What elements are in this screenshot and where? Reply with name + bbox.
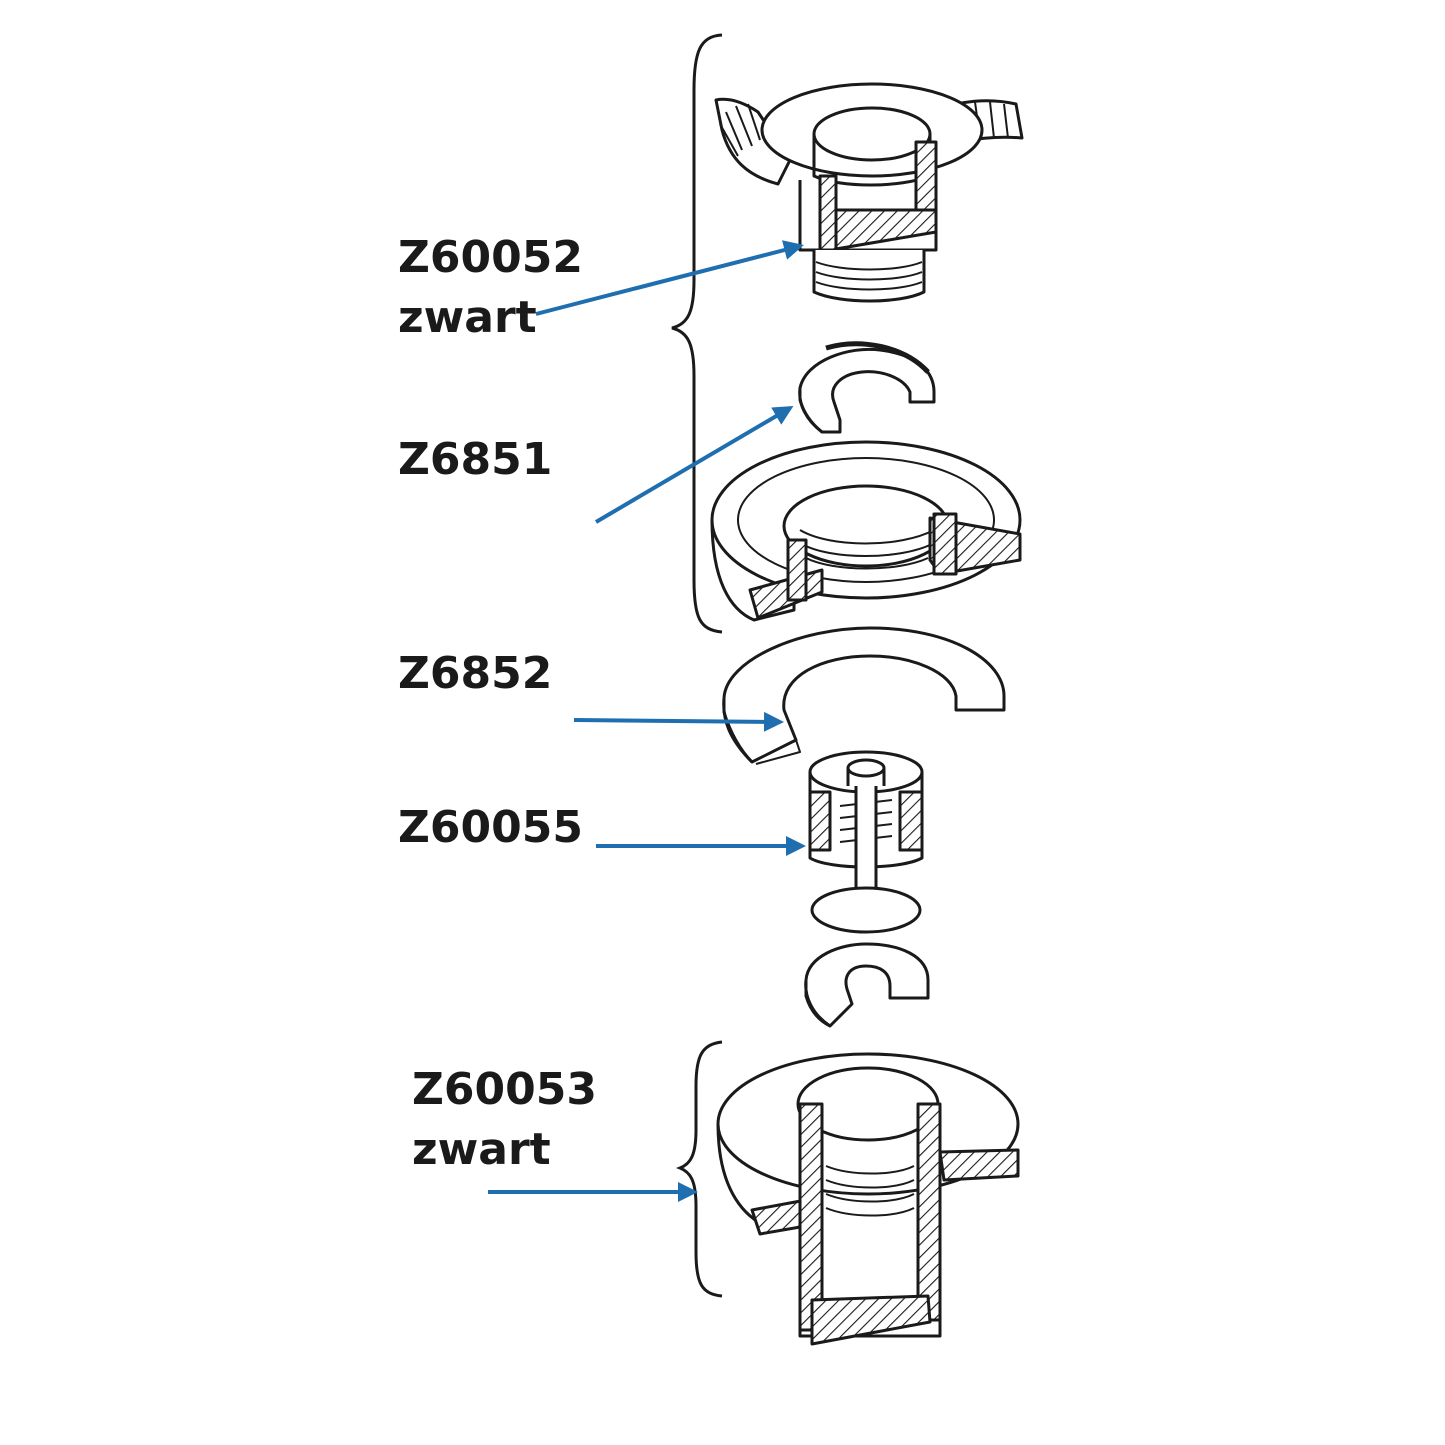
label-z6851: Z6851 bbox=[398, 430, 552, 490]
part-code: Z6851 bbox=[398, 434, 553, 485]
threaded-ring-nut-part bbox=[712, 442, 1020, 620]
part-code: Z6852 bbox=[398, 648, 553, 699]
part-code: Z60053 bbox=[412, 1064, 597, 1115]
arrow-z6852 bbox=[573, 711, 784, 732]
upper-group-brace bbox=[671, 33, 723, 634]
large-c-washer-part bbox=[724, 628, 1004, 764]
arrow-z6851 bbox=[594, 405, 794, 524]
label-z60053: Z60053 zwart bbox=[412, 1060, 597, 1180]
part-color: zwart bbox=[398, 292, 537, 343]
label-z6852: Z6852 bbox=[398, 644, 552, 704]
small-c-ring-part bbox=[800, 344, 934, 432]
arrow-z60052 bbox=[535, 240, 804, 316]
part-code: Z60055 bbox=[398, 802, 583, 853]
part-color: zwart bbox=[412, 1124, 551, 1175]
wing-cap-part bbox=[716, 84, 1022, 301]
label-z60055: Z60055 bbox=[398, 798, 583, 858]
flanged-body-part bbox=[718, 1054, 1018, 1344]
part-code: Z60052 bbox=[398, 232, 583, 283]
lower-group-brace bbox=[675, 1040, 723, 1298]
label-z60052: Z60052 zwart bbox=[398, 228, 583, 348]
valve-insert-part bbox=[806, 752, 928, 1026]
